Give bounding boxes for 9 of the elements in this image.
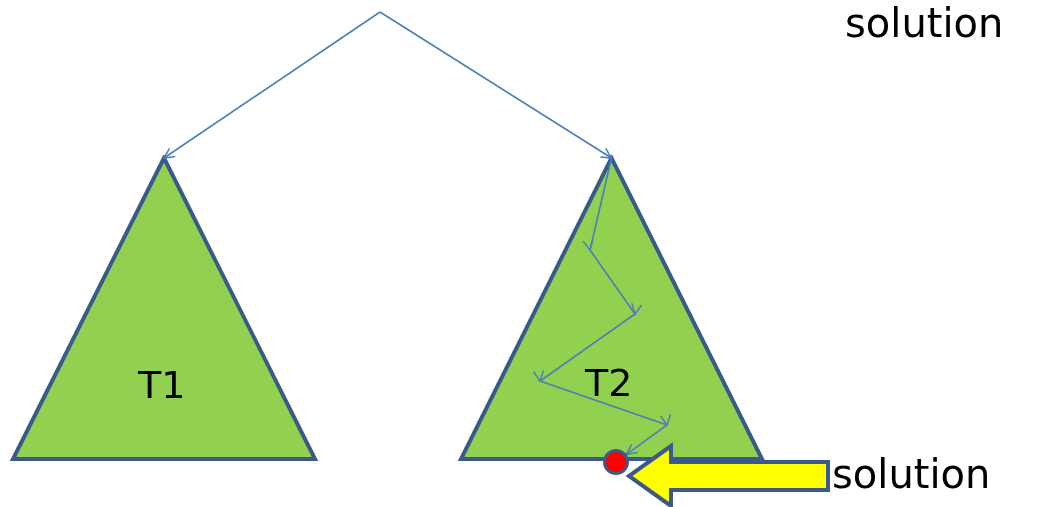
solution-dot — [603, 449, 629, 475]
tree-label: T1 — [138, 363, 186, 407]
tree-label: T2 — [585, 361, 633, 405]
zigzag-path-arrow — [533, 157, 671, 456]
arrow — [163, 11, 381, 159]
solution-label: solution — [845, 0, 1004, 46]
solution-label: solution — [832, 446, 1057, 502]
block-arrow — [625, 442, 830, 507]
arrow — [379, 11, 613, 159]
